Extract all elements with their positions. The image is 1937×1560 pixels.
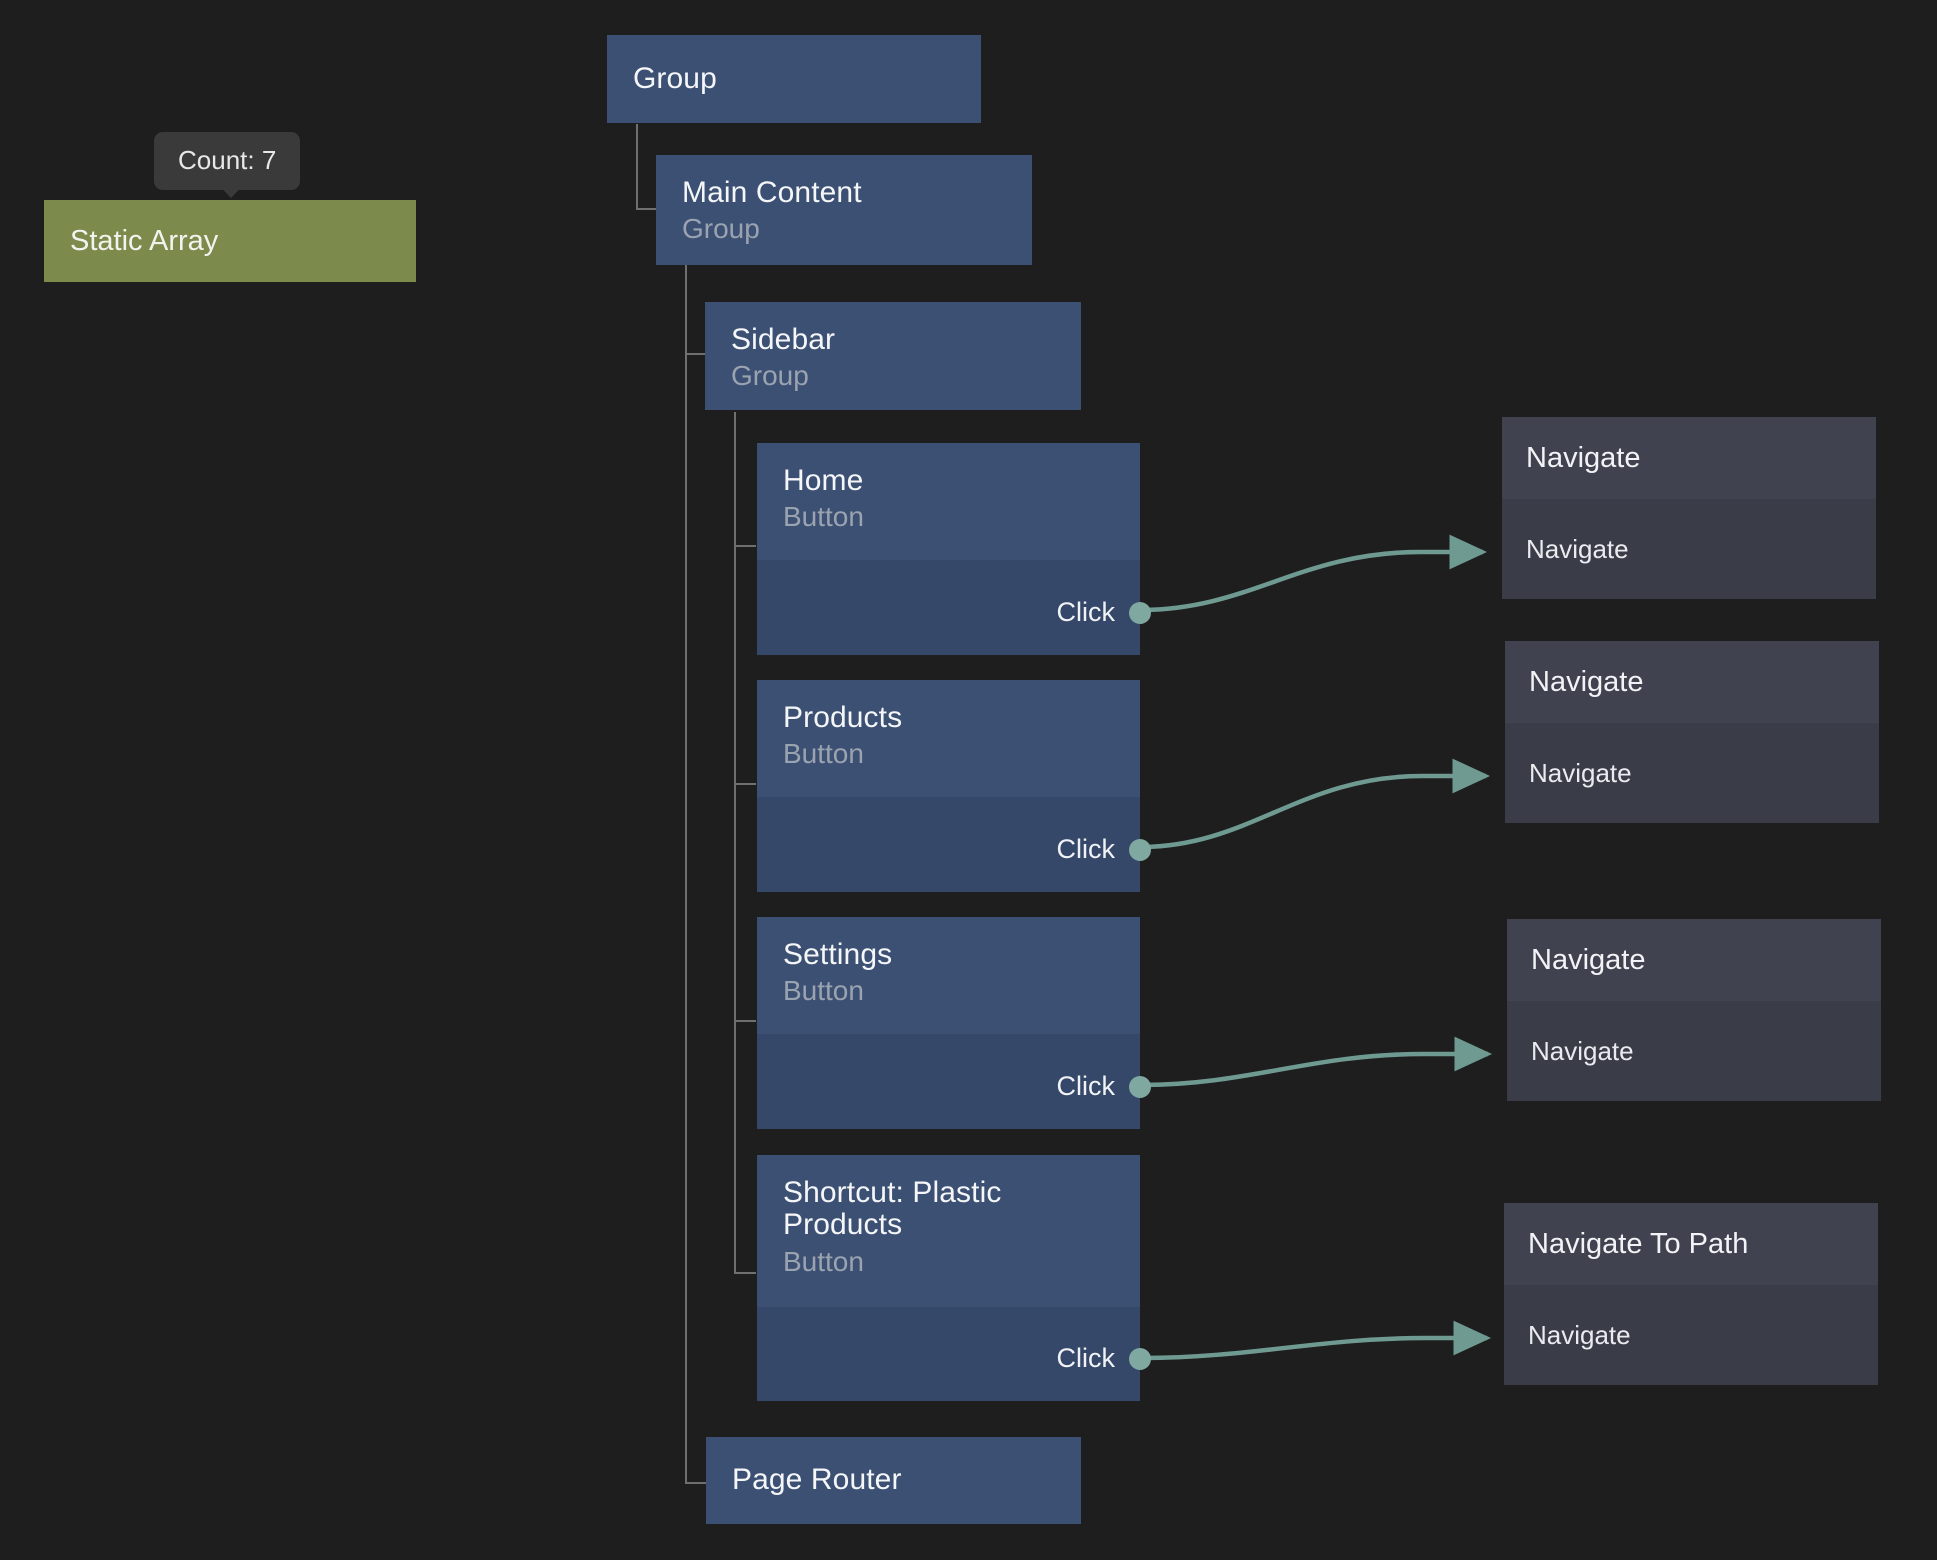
node-action-navigate-1-body: Navigate xyxy=(1502,499,1876,599)
node-main-content-subtitle: Group xyxy=(682,213,760,245)
node-action-navigate-to-path-port-label: Navigate xyxy=(1528,1319,1631,1350)
node-action-navigate-3-title: Navigate xyxy=(1531,943,1646,976)
tree-guide-horizontal-settings xyxy=(734,1020,756,1022)
node-action-navigate-2-port-label: Navigate xyxy=(1529,757,1632,788)
node-action-navigate-1-title: Navigate xyxy=(1526,441,1641,474)
node-action-navigate-3[interactable]: Navigate Navigate xyxy=(1507,919,1881,1101)
node-button-products-header: Products Button xyxy=(757,680,1140,797)
node-action-navigate-2-title: Navigate xyxy=(1529,665,1644,698)
node-sidebar-header: Sidebar Group xyxy=(705,302,1081,410)
node-action-navigate-1-port-label: Navigate xyxy=(1526,533,1629,564)
node-sidebar[interactable]: Sidebar Group xyxy=(705,302,1081,410)
node-button-shortcut-click-label: Click xyxy=(1056,1343,1116,1373)
node-button-home-title: Home xyxy=(783,464,864,497)
node-button-products-subtitle: Button xyxy=(783,738,864,770)
node-button-settings-header: Settings Button xyxy=(757,917,1140,1034)
node-button-settings-click-label: Click xyxy=(1056,1071,1116,1101)
static-array-node-title: Static Array xyxy=(70,224,219,257)
node-action-navigate-1[interactable]: Navigate Navigate xyxy=(1502,417,1876,599)
static-array-node[interactable]: Static Array xyxy=(44,200,416,282)
node-action-navigate-2[interactable]: Navigate Navigate xyxy=(1505,641,1879,823)
output-port-dot-icon[interactable] xyxy=(1129,601,1151,624)
node-button-shortcut-header: Shortcut: Plastic Products Button xyxy=(757,1155,1140,1307)
node-main-content-title: Main Content xyxy=(682,176,862,209)
node-button-settings[interactable]: Settings Button Click xyxy=(757,917,1151,1129)
tree-guide-horizontal-home xyxy=(734,545,756,547)
node-button-home-body: Click xyxy=(757,560,1151,655)
node-action-navigate-3-port-label: Navigate xyxy=(1531,1035,1634,1066)
tree-guide-horizontal-products xyxy=(734,783,756,785)
tree-guide-horizontal-page-router xyxy=(685,1482,707,1484)
count-tooltip-arrow xyxy=(216,182,246,198)
count-tooltip-label: Count: 7 xyxy=(178,145,277,175)
node-button-shortcut-click-port[interactable]: Click xyxy=(1056,1343,1151,1374)
node-button-products-click-label: Click xyxy=(1056,834,1116,864)
edge-settings-to-navigate xyxy=(1139,1036,1493,1088)
tree-guide-vertical-root xyxy=(636,124,638,210)
node-button-home-header: Home Button xyxy=(757,443,1140,560)
tree-guide-vertical-sidebar xyxy=(734,412,736,1274)
node-action-navigate-to-path-header: Navigate To Path xyxy=(1504,1203,1878,1285)
node-main-content[interactable]: Main Content Group xyxy=(656,155,1032,265)
node-button-settings-subtitle: Button xyxy=(783,975,864,1007)
node-button-shortcut-title: Shortcut: Plastic Products xyxy=(783,1176,1002,1242)
node-page-router[interactable]: Page Router xyxy=(706,1437,1081,1524)
node-button-home-click-port[interactable]: Click xyxy=(1056,597,1151,628)
node-button-settings-title: Settings xyxy=(783,938,893,971)
node-button-settings-click-port[interactable]: Click xyxy=(1056,1071,1151,1102)
node-action-navigate-1-header: Navigate xyxy=(1502,417,1876,499)
edge-products-to-navigate xyxy=(1139,758,1491,850)
output-port-dot-icon[interactable] xyxy=(1129,1075,1151,1098)
node-sidebar-title: Sidebar xyxy=(731,323,836,356)
node-button-shortcut-plastic-products[interactable]: Shortcut: Plastic Products Button Click xyxy=(757,1155,1151,1401)
node-sidebar-subtitle: Group xyxy=(731,360,809,392)
node-button-settings-body: Click xyxy=(757,1034,1151,1129)
node-action-navigate-2-body: Navigate xyxy=(1505,723,1879,823)
tree-guide-horizontal-root xyxy=(636,208,658,210)
node-button-products-title: Products xyxy=(783,701,903,734)
node-button-products[interactable]: Products Button Click xyxy=(757,680,1151,892)
tree-guide-horizontal-sidebar xyxy=(685,353,707,355)
node-action-navigate-to-path-title: Navigate To Path xyxy=(1528,1227,1749,1260)
node-group-root-title: Group xyxy=(633,61,717,95)
node-button-home-click-label: Click xyxy=(1056,597,1116,627)
edge-shortcut-to-navigate-to-path xyxy=(1139,1320,1492,1361)
node-action-navigate-to-path-body: Navigate xyxy=(1504,1285,1878,1385)
edge-home-to-navigate xyxy=(1139,534,1488,613)
count-tooltip: Count: 7 xyxy=(154,132,301,190)
node-action-navigate-to-path[interactable]: Navigate To Path Navigate xyxy=(1504,1203,1878,1385)
output-port-dot-icon[interactable] xyxy=(1129,838,1151,861)
node-action-navigate-3-body: Navigate xyxy=(1507,1001,1881,1101)
output-port-dot-icon[interactable] xyxy=(1129,1347,1151,1370)
tree-guide-vertical-main xyxy=(685,262,687,1484)
node-main-content-header: Main Content Group xyxy=(656,155,1032,265)
node-button-products-click-port[interactable]: Click xyxy=(1056,834,1151,865)
node-page-router-title: Page Router xyxy=(732,1463,902,1497)
node-group-root[interactable]: Group xyxy=(607,35,981,123)
node-action-navigate-2-header: Navigate xyxy=(1505,641,1879,723)
node-button-home-subtitle: Button xyxy=(783,501,864,533)
node-button-products-body: Click xyxy=(757,797,1151,892)
node-button-shortcut-subtitle: Button xyxy=(783,1245,864,1277)
node-button-shortcut-body: Click xyxy=(757,1307,1151,1401)
node-button-home[interactable]: Home Button Click xyxy=(757,443,1151,655)
node-action-navigate-3-header: Navigate xyxy=(1507,919,1881,1001)
tree-guide-horizontal-shortcut xyxy=(734,1272,756,1274)
